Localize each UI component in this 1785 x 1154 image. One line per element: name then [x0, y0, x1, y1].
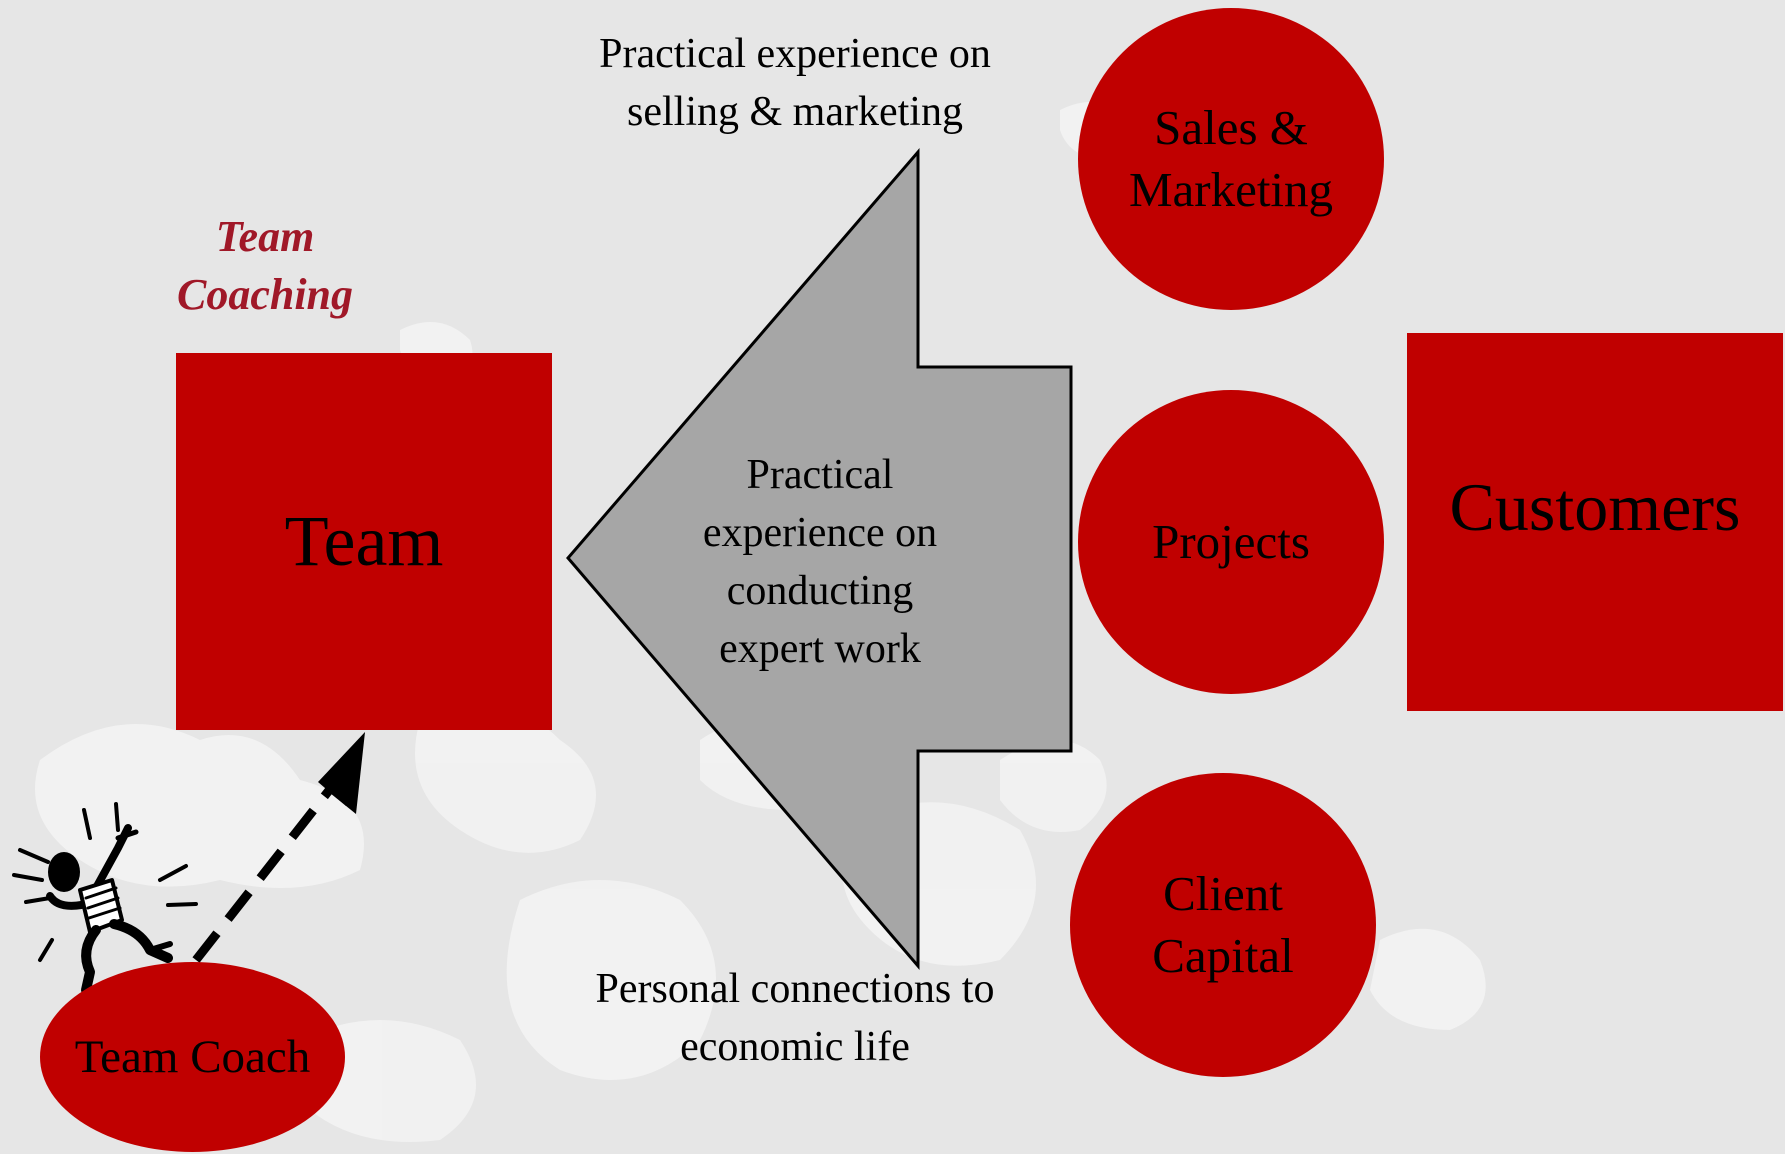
customers-box: Customers	[1407, 333, 1783, 711]
left-pointing-block-arrow-icon	[566, 147, 1073, 971]
sales-marketing-circle: Sales & Marketing	[1078, 8, 1384, 310]
team-coaching-line-2: Coaching	[176, 270, 354, 319]
center-caption-line-3: conducting	[726, 568, 914, 614]
bottom-caption-line-2: economic life	[680, 1024, 910, 1070]
excited-referee-figure-icon	[12, 802, 198, 995]
center-caption-line-4: expert work	[719, 626, 921, 672]
team-box-label: Team	[284, 501, 444, 581]
team-coaching-line-1: Team	[215, 212, 315, 261]
team-coach-circle: Team Coach	[40, 962, 345, 1152]
client-capital-line-1: Client	[1163, 866, 1283, 921]
center-caption-line-1: Practical	[746, 452, 894, 498]
center-caption-line-2: experience on	[702, 510, 938, 556]
sales-marketing-line-2: Marketing	[1128, 162, 1334, 217]
customers-box-label: Customers	[1449, 468, 1741, 545]
client-capital-circle: Client Capital	[1070, 773, 1376, 1077]
center-caption: Practical experience on conducting exper…	[640, 446, 1000, 678]
team-coaching-label: Team Coaching	[140, 208, 390, 324]
bottom-caption-line-1: Personal connections to	[595, 966, 995, 1012]
dashed-arrow-icon	[192, 767, 349, 963]
projects-label: Projects	[1152, 514, 1310, 569]
sales-marketing-line-1: Sales &	[1154, 100, 1308, 155]
top-caption: Practical experience on selling & market…	[540, 25, 1050, 141]
top-caption-line-1: Practical experience on	[599, 31, 991, 77]
top-caption-line-2: selling & marketing	[627, 89, 963, 135]
client-capital-line-2: Capital	[1152, 928, 1294, 983]
team-coach-label: Team Coach	[74, 1031, 311, 1083]
team-box: Team	[176, 353, 552, 730]
bottom-caption: Personal connections to economic life	[540, 960, 1050, 1076]
projects-circle: Projects	[1078, 390, 1384, 694]
